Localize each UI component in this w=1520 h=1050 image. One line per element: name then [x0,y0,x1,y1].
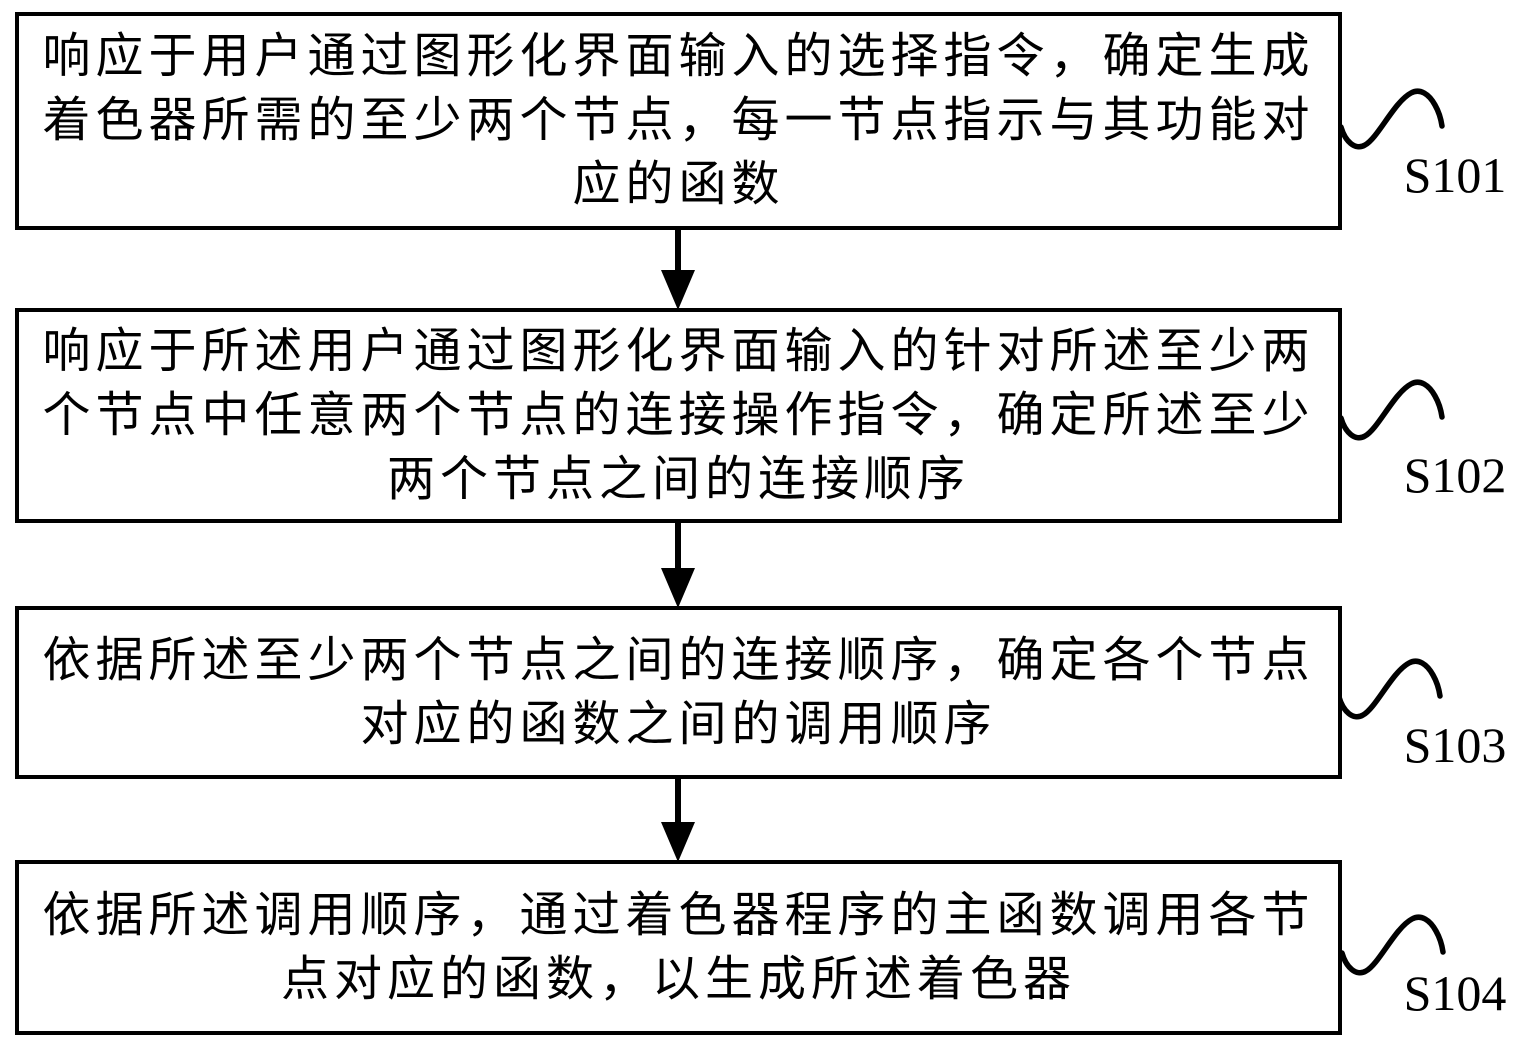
step-s103-line-2: 对应的函数之间的调用顺序 [360,697,997,751]
step-box-s103: 依据所述至少两个节点之间的连接顺序，确定各个节点 对应的函数之间的调用顺序 [15,606,1342,779]
arrow-shaft [675,230,681,270]
step-box-s101: 响应于用户通过图形化界面输入的选择指令，确定生成 着色器所需的至少两个节点，每一… [15,12,1342,230]
step-s101-line-2: 着色器所需的至少两个节点，每一节点指示与其功能对 [42,94,1315,147]
step-s102-line-3: 两个节点之间的连接顺序 [386,452,970,506]
step-label-s103: S103 [1403,717,1507,773]
squiggle-connector-s101 [1340,88,1445,150]
squiggle-connector-s102 [1340,379,1445,441]
step-s102-line-2: 个节点中任意两个节点的连接操作指令，确定所述至少 [42,388,1315,442]
squiggle-connector-s104 [1341,914,1446,976]
step-s101-line-1: 响应于用户通过图形化界面输入的选择指令，确定生成 [42,30,1315,83]
down-arrow-1 [661,230,695,310]
step-box-s104: 依据所述调用顺序，通过着色器程序的主函数调用各节 点对应的函数，以生成所述着色器 [15,860,1342,1035]
step-label-s102: S102 [1403,447,1507,503]
down-arrow-2 [661,523,695,608]
arrow-shaft [675,523,681,568]
step-label-s101: S101 [1403,147,1507,203]
arrow-shaft [675,779,681,822]
step-s101-line-3: 应的函数 [572,158,785,211]
arrow-head-icon [661,270,695,310]
arrow-head-icon [661,568,695,608]
step-s103-line-1: 依据所述至少两个节点之间的连接顺序，确定各个节点 [42,633,1315,687]
step-s104-line-2: 点对应的函数，以生成所述着色器 [280,952,1076,1006]
step-label-s104: S104 [1403,965,1507,1021]
step-s104-line-1: 依据所述调用顺序，通过着色器程序的主函数调用各节 [42,888,1315,942]
step-s102-line-1: 响应于所述用户通过图形化界面输入的针对所述至少两 [42,324,1315,378]
squiggle-connector-s103 [1338,658,1443,720]
down-arrow-3 [661,779,695,862]
step-box-s102: 响应于所述用户通过图形化界面输入的针对所述至少两 个节点中任意两个节点的连接操作… [15,308,1342,523]
arrow-head-icon [661,822,695,862]
